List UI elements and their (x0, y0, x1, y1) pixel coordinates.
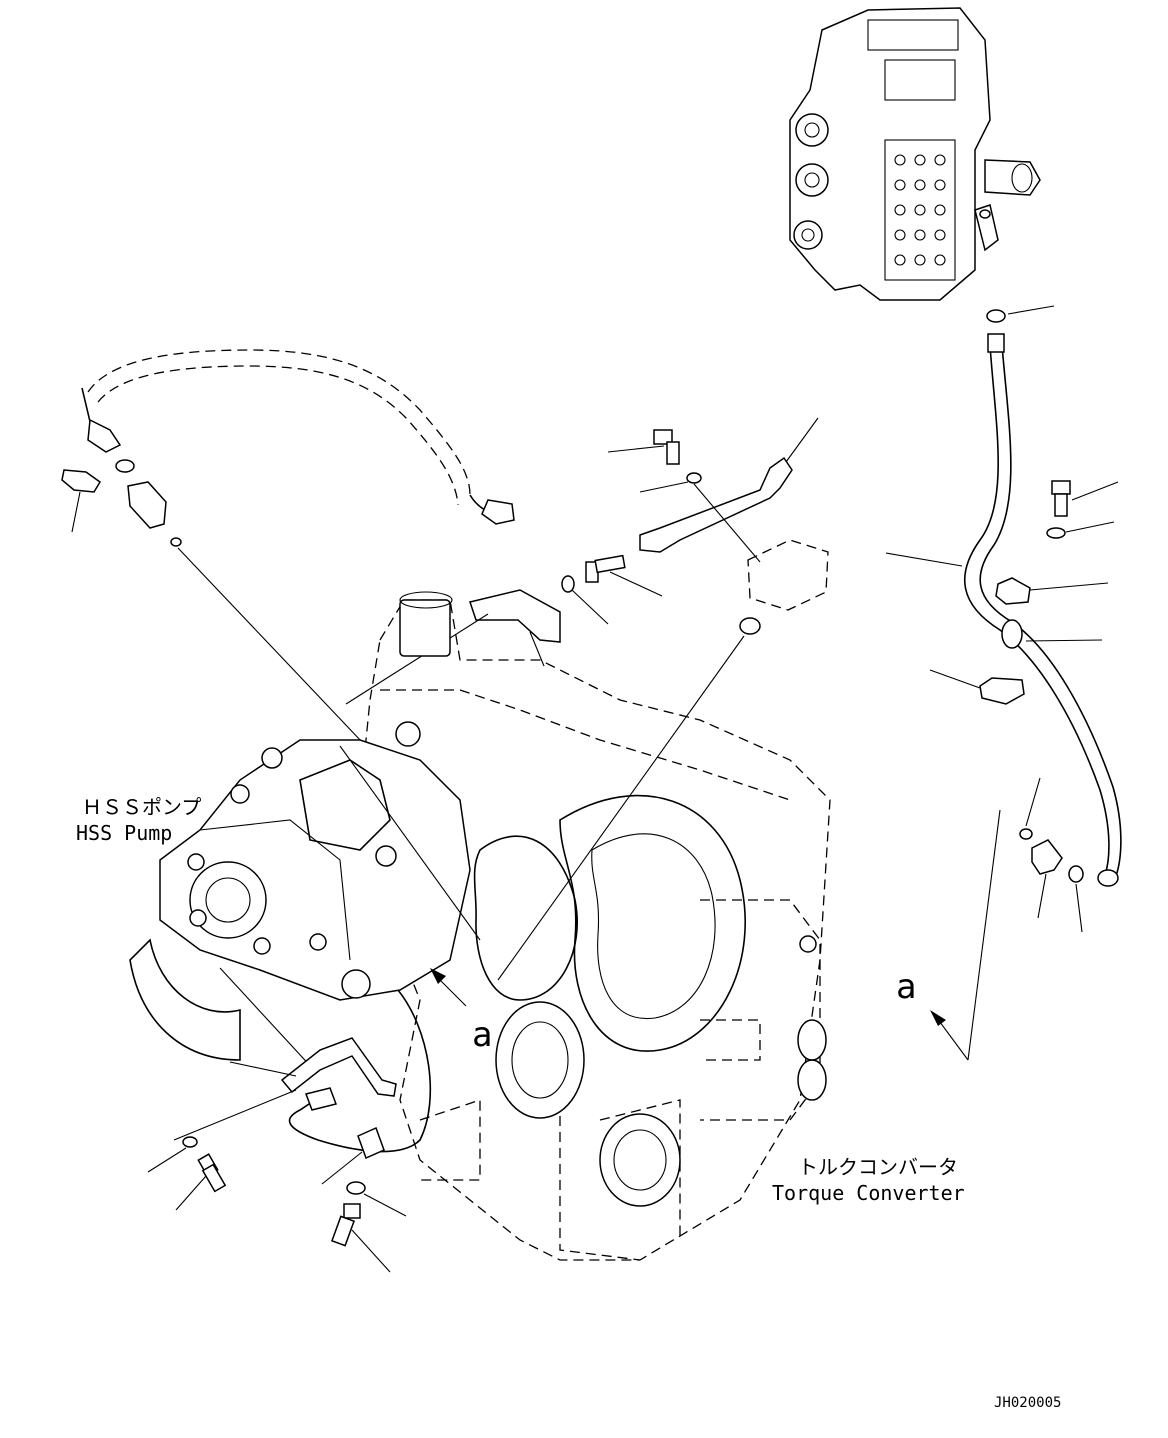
washer-mid (561, 575, 575, 593)
left-fitting (61, 469, 101, 493)
drawing-id: JH020005 (994, 1395, 1061, 1411)
transmission-housing (359, 591, 831, 1261)
hose-clamp-ring (1001, 619, 1023, 649)
harness-clip (357, 1126, 385, 1160)
o-ring-upper-left (115, 459, 135, 473)
o-ring-center (739, 617, 761, 635)
view-a-label-center: a (472, 1015, 492, 1055)
bracket-small (469, 589, 561, 643)
bracket-long (639, 456, 793, 553)
sensor-harness (288, 989, 432, 1153)
lower-bracket (280, 1037, 397, 1097)
right-fitting (1031, 839, 1063, 875)
hss-pump (129, 721, 471, 1061)
bolt-mid (585, 554, 626, 583)
right-bolt (1051, 480, 1071, 517)
hss-pump-label-jp: ＨＳＳポンプ (82, 795, 201, 819)
hss-pump-label-en: HSS Pump (76, 821, 172, 845)
o-ring-fitting-b (1068, 865, 1084, 883)
right-hose (964, 333, 1122, 887)
washer-lower-left (182, 1136, 198, 1148)
bolt-lower-right (331, 1203, 361, 1247)
o-ring-left-small (170, 537, 182, 547)
washer-lower-right (346, 1181, 366, 1195)
washer-top-center (686, 472, 702, 484)
right-clip-lower (979, 677, 1025, 705)
torque-converter-label-en: Torque Converter (772, 1181, 965, 1205)
right-clip-upper (995, 577, 1031, 605)
upper-hose (81, 349, 515, 525)
o-ring-valve (986, 309, 1006, 323)
view-a-label-right: a (896, 967, 916, 1007)
bolt-top-center (653, 429, 680, 465)
torque-converter-label-jp: トルクコンバータ (798, 1155, 958, 1179)
bolt-lower-left (197, 1153, 227, 1193)
control-valve (789, 7, 1041, 301)
bracket-mount-block (747, 539, 829, 611)
left-connector (127, 481, 167, 529)
right-washer (1046, 527, 1066, 539)
o-ring-fitting-a (1019, 828, 1033, 840)
